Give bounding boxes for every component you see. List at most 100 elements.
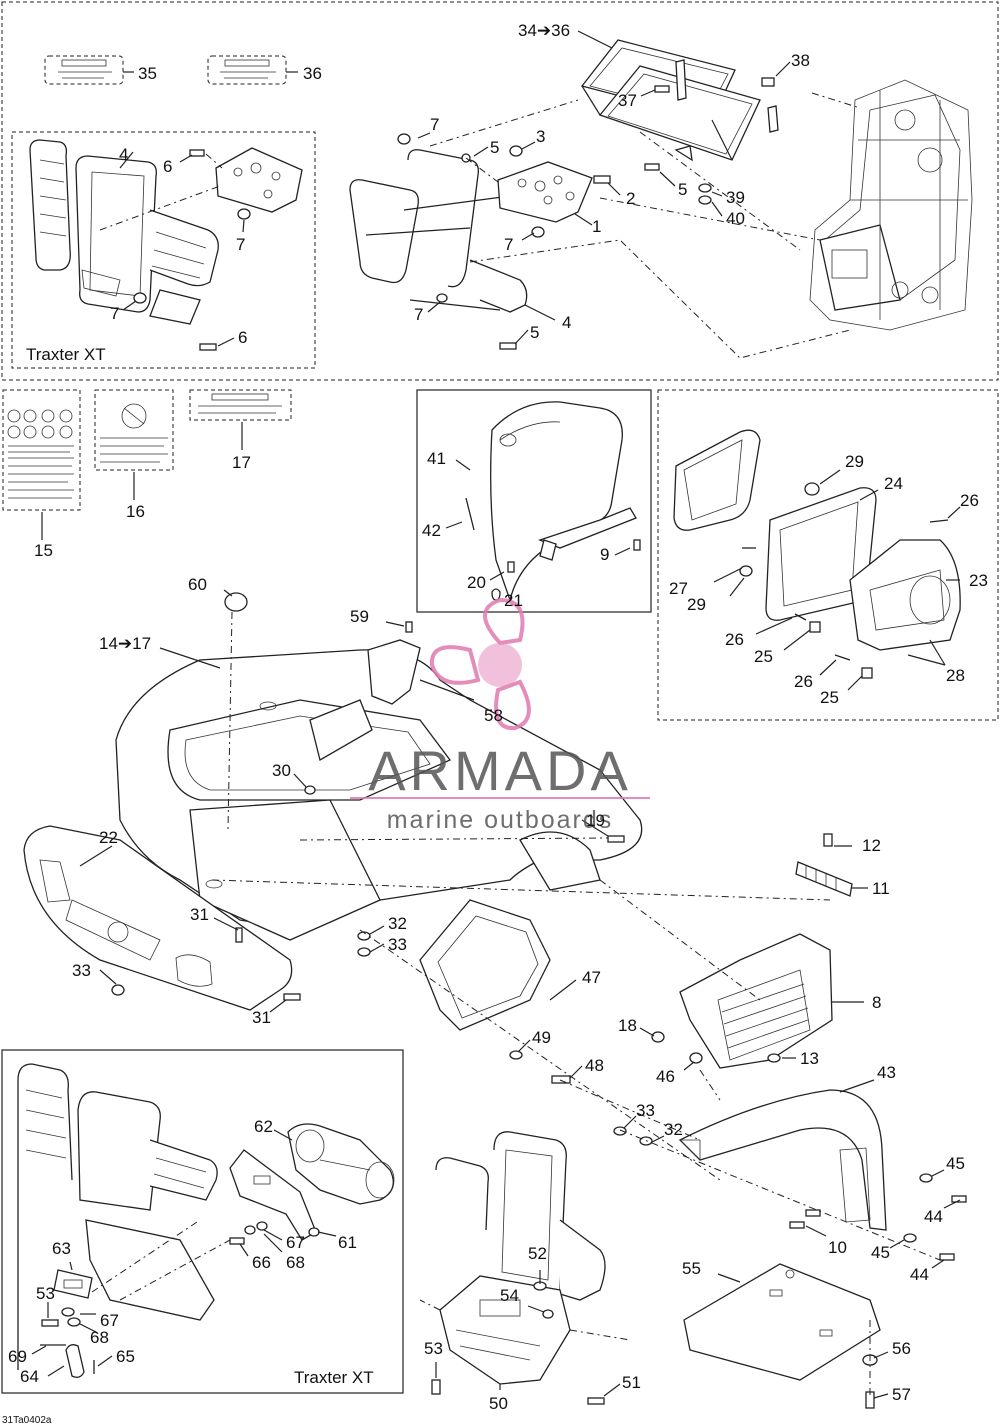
rear-rack [580,39,779,162]
callout-65: 65 [116,1347,135,1366]
callout-24: 24 [884,474,903,493]
callout-50: 50 [489,1394,508,1413]
bumper-bracket [497,161,593,223]
callout-35: 35 [138,64,157,83]
front-bumper-main [23,825,293,1011]
callout-67b: 67 [100,1311,119,1330]
callout-47: 47 [582,968,601,987]
callout-66: 66 [252,1253,271,1272]
callout-10: 10 [828,1238,847,1257]
callout-7c: 7 [504,235,513,254]
callout-64: 64 [20,1367,39,1386]
callout-3: 3 [536,127,545,146]
callout-46: 46 [656,1067,675,1086]
hook-64 [65,1344,85,1378]
armada-watermark: ARMADA marine outboards [350,597,650,834]
callout-labels: 34➔36 35 36 37 38 39 40 1 2 3 4 4 5 5 5 … [2,21,988,1426]
top-inset-frame [11,131,316,369]
callout-53a: 53 [36,1284,55,1303]
callout-20: 20 [467,573,486,592]
bumper-xt [29,139,219,325]
callout-9: 9 [600,545,609,564]
callout-5c: 5 [530,323,539,342]
cap-60 [224,592,248,612]
skid-plate-mid [419,899,551,1031]
fender-43 [678,1089,887,1231]
callout-44b: 44 [910,1265,929,1284]
top-inset-caption: Traxter XT [26,345,106,364]
callout-23: 23 [969,571,988,590]
callout-12: 12 [862,836,881,855]
callout-7a: 7 [430,115,439,134]
step-rail [795,861,853,897]
decal-17 [189,389,292,421]
decal-35 [44,55,124,85]
callout-38: 38 [791,51,810,70]
callout-55: 55 [682,1259,701,1278]
callout-6b: 6 [238,328,247,347]
callout-39: 39 [726,188,745,207]
callout-30: 30 [272,761,291,780]
headlamp-housing [849,539,961,651]
callout-62: 62 [254,1117,273,1136]
callout-56: 56 [892,1339,911,1358]
callout-48: 48 [585,1056,604,1075]
callout-7e: 7 [414,305,423,324]
callout-8: 8 [872,993,881,1012]
callout-49: 49 [532,1028,551,1047]
callout-32b: 32 [664,1120,683,1139]
callout-1: 1 [592,217,601,236]
callout-28: 28 [946,666,965,685]
callout-43: 43 [877,1063,896,1082]
callout-13: 13 [800,1049,819,1068]
callout-33c: 33 [636,1101,655,1120]
callout-68b: 68 [90,1328,109,1347]
callout-16: 16 [126,502,145,521]
callout-58: 58 [484,706,503,725]
callout-19: 19 [586,811,605,830]
callout-4b: 4 [562,313,571,332]
callout-57: 57 [892,1385,911,1404]
callout-69: 69 [8,1347,27,1366]
top-section-frame [1,1,999,381]
callout-22: 22 [99,828,118,847]
callout-25b: 25 [820,688,839,707]
headlamp-lens [673,429,761,531]
callout-5a: 5 [490,138,499,157]
callout-27: 27 [669,579,688,598]
callout-40: 40 [726,209,745,228]
callout-60: 60 [188,575,207,594]
callout-7b: 7 [236,235,245,254]
callout-33a: 33 [388,935,407,954]
callout-45b: 45 [871,1243,890,1262]
decal-36 [207,55,287,85]
callout-68a: 68 [286,1253,305,1272]
watermark-tagline: marine outboards [387,806,614,834]
callout-32a: 32 [388,914,407,933]
callout-25a: 25 [754,647,773,666]
watermark-brand: ARMADA [368,739,632,802]
callout-53b: 53 [424,1339,443,1358]
callout-37: 37 [618,91,637,110]
callout-29b: 29 [687,595,706,614]
callout-54: 54 [500,1286,519,1305]
callout-2: 2 [626,189,635,208]
hardware-top [397,77,775,350]
winch-62 [287,1123,395,1205]
callout-29a: 29 [845,452,864,471]
callout-67a: 67 [286,1233,305,1252]
callout-31b: 31 [252,1008,271,1027]
callout-11: 11 [872,879,890,898]
callout-26b: 26 [725,630,744,649]
callout-51: 51 [622,1373,641,1392]
callout-18: 18 [618,1016,637,1035]
callout-6a: 6 [163,157,172,176]
callout-33b: 33 [72,961,91,980]
callout-21: 21 [504,591,523,610]
callout-17: 17 [232,453,251,472]
mud-guard-55 [683,1263,881,1381]
propeller-logo [429,597,531,731]
vehicle-frame [809,79,973,331]
callout-45a: 45 [946,1154,965,1173]
